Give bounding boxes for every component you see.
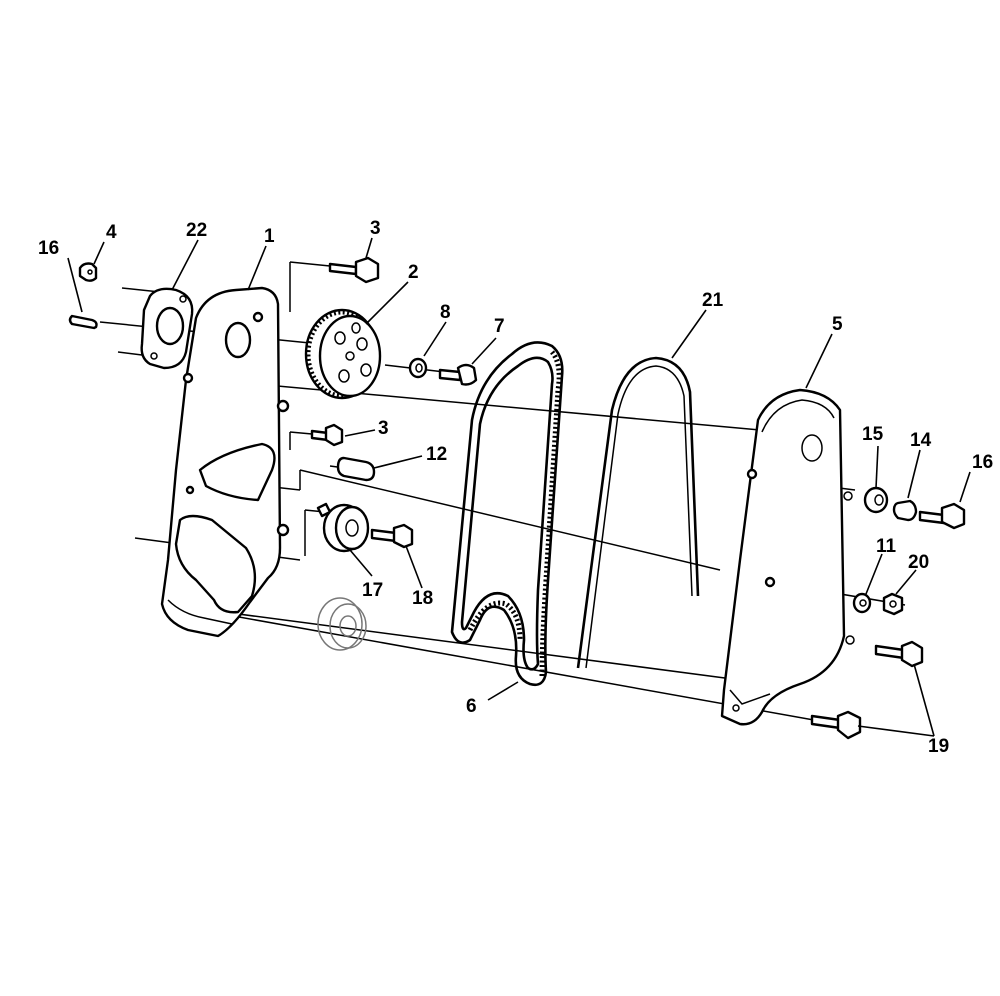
callout-1: 1 [264, 226, 275, 247]
callout-3-lower: 3 [378, 418, 389, 439]
camshaft-sprocket [304, 308, 382, 400]
callout-3-upper: 3 [370, 218, 381, 239]
callout-18: 18 [412, 588, 433, 609]
callout-20: 20 [908, 552, 929, 573]
callout-5: 5 [832, 314, 843, 335]
rear-timing-cover [160, 286, 290, 638]
cover-nut [882, 592, 904, 616]
front-timing-cover [720, 388, 855, 726]
callout-17: 17 [362, 580, 383, 601]
sleeve [892, 499, 918, 522]
timing-belt [450, 341, 564, 687]
rubber-grommet [863, 486, 889, 514]
cap-nut [78, 262, 98, 282]
callout-7: 7 [494, 316, 505, 337]
callout-22: 22 [186, 220, 207, 241]
callout-11: 11 [876, 536, 897, 557]
callout-16: 16 [972, 452, 993, 473]
sprocket-bolt [438, 363, 478, 386]
cover-bolt [918, 502, 966, 530]
callout-8: 8 [440, 302, 451, 323]
callout-6: 6 [466, 696, 477, 717]
washer [408, 357, 428, 379]
cover-washer [852, 592, 872, 614]
crankshaft-sprocket-phantom [317, 597, 367, 651]
dowel-pin [68, 314, 98, 330]
callout-14: 14 [910, 430, 932, 451]
callout-labels: 16 4 22 1 3 2 8 7 21 5 3 12 15 14 16 17 … [38, 218, 993, 757]
spacer-sleeve [329, 456, 376, 482]
callout-15: 15 [862, 424, 884, 445]
callout-19: 19 [928, 736, 949, 757]
long-bolts [810, 640, 924, 740]
tensioner-pulley [316, 502, 370, 553]
lower-bolt [310, 423, 344, 447]
callout-21: 21 [702, 290, 724, 311]
upper-bolt [328, 256, 380, 284]
flange-gasket [140, 287, 194, 370]
callout-4: 4 [106, 222, 117, 243]
callout-12: 12 [426, 444, 447, 465]
callout-9: 16 [38, 238, 59, 259]
seal-strip [576, 356, 700, 669]
pulley-bolt [370, 523, 414, 549]
callout-2: 2 [408, 262, 419, 283]
callout-leaders [67, 237, 971, 737]
